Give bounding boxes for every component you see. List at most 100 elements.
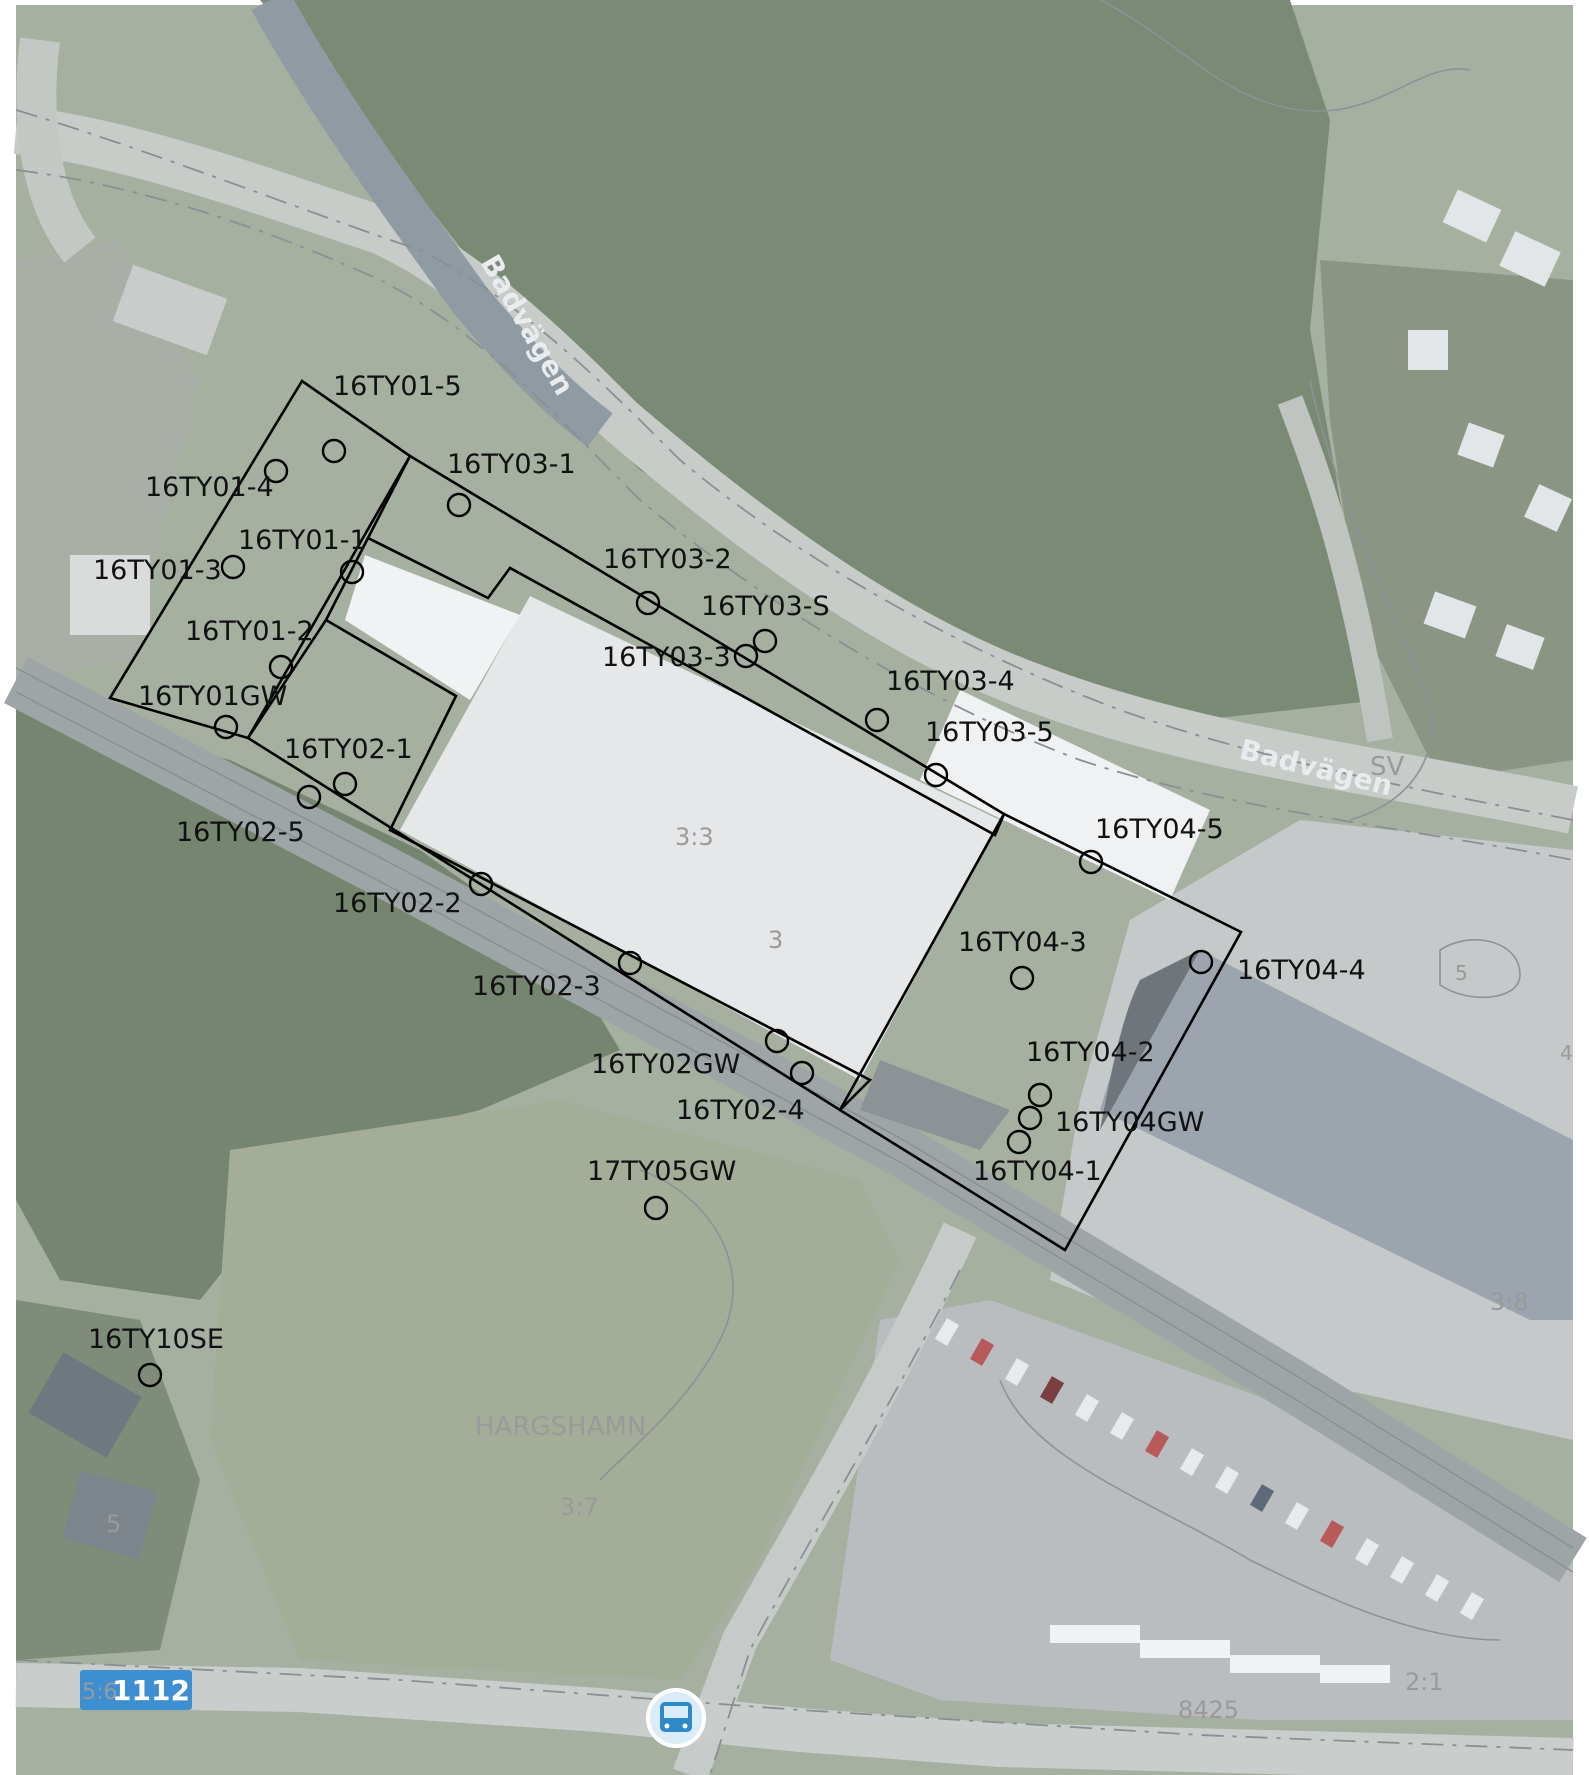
contour-3	[999, 1379, 1501, 1641]
railway	[3, 656, 1587, 1583]
parking-lot	[830, 1300, 1573, 1720]
borehole-16TY02GW[interactable]	[764, 1028, 790, 1054]
property-line-3	[709, 1269, 961, 1775]
forest-north	[260, 0, 1380, 720]
parcel-label-8425: 8425	[1178, 1696, 1239, 1724]
parcel-label-3-7: 3:7	[560, 1493, 599, 1521]
building-annex	[345, 555, 520, 700]
house-west-2	[70, 555, 150, 635]
label-16TY02-3: 16TY02-3	[472, 971, 601, 1002]
house-sw-2	[62, 1470, 158, 1560]
site-area-16ty04[interactable]	[838, 812, 1243, 1252]
parked-cars	[934, 1318, 1485, 1620]
borehole-16TY04-5[interactable]	[1078, 849, 1104, 875]
borehole-16TY03-1[interactable]	[446, 492, 472, 518]
label-16TY03-1: 16TY03-1	[447, 449, 576, 480]
bus-icon[interactable]	[646, 1688, 706, 1748]
label-16TY01GW: 16TY01GW	[138, 681, 287, 712]
parcel-label-3-8: 3:8	[1490, 1288, 1529, 1316]
road-north	[251, 0, 613, 447]
contour-1	[1099, 0, 1471, 112]
borehole-16TY03-2[interactable]	[635, 590, 661, 616]
borehole-16TY01GW[interactable]	[213, 714, 239, 740]
borehole-16TY04-2[interactable]	[1027, 1082, 1053, 1108]
label-16TY01-5: 16TY01-5	[333, 371, 462, 402]
rail-line-2	[15, 691, 1574, 1573]
label-16TY04-4: 16TY04-4	[1237, 955, 1366, 986]
building-east	[1100, 950, 1573, 1320]
label-16TY10SE: 16TY10SE	[88, 1324, 224, 1355]
borehole-16TY01-3[interactable]	[220, 554, 246, 580]
borehole-16TY03-3[interactable]	[733, 643, 759, 669]
label-16TY02-4: 16TY02-4	[676, 1095, 805, 1126]
map-margin-right	[1573, 0, 1589, 1775]
house-west-1	[112, 264, 228, 356]
road-east-north	[1277, 395, 1393, 743]
road-sign-1112: 5:6 1112	[80, 1670, 192, 1710]
parcel-label-3: 3	[768, 926, 783, 954]
building-east-shadow	[1100, 950, 1200, 1130]
borehole-16TY04-3[interactable]	[1009, 965, 1035, 991]
borehole-16TY02-3[interactable]	[617, 950, 643, 976]
label-16TY04-2: 16TY04-2	[1026, 1037, 1155, 1068]
label-16TY04-5: 16TY04-5	[1095, 814, 1224, 845]
label-17TY05GW: 17TY05GW	[587, 1156, 736, 1187]
property-line-2	[15, 169, 1574, 861]
borehole-16TY01-5[interactable]	[321, 438, 347, 464]
borehole-markers[interactable]	[137, 438, 1214, 1388]
site-area-16ty02[interactable]	[246, 618, 873, 1112]
label-16TY01-3: 16TY01-3	[93, 555, 222, 586]
parcel-label-5b: 5	[106, 1510, 121, 1538]
meadow-south	[210, 1100, 900, 1680]
borehole-16TY04-1[interactable]	[1006, 1129, 1032, 1155]
borehole-16TY04GW[interactable]	[1017, 1105, 1043, 1131]
label-16TY04GW: 16TY04GW	[1055, 1107, 1204, 1138]
borehole-16TY02-1[interactable]	[332, 771, 358, 797]
label-16TY01-2: 16TY01-2	[185, 616, 314, 647]
trailers	[1050, 1625, 1390, 1683]
borehole-16TY03-5[interactable]	[923, 762, 949, 788]
road-west-loop	[16, 37, 96, 263]
borehole-16TY02-2[interactable]	[468, 871, 494, 897]
road-sign-number: 1112	[112, 1674, 190, 1707]
parcel-label-2-1: 2:1	[1405, 1668, 1444, 1696]
borehole-16TY02-4[interactable]	[789, 1060, 815, 1086]
borehole-labels: 16TY01-5 16TY01-4 16TY01-1 16TY01-3 16TY…	[88, 371, 1366, 1355]
parcel-label-5-6: 5:6	[82, 1680, 117, 1705]
label-16TY02-2: 16TY02-2	[333, 888, 462, 919]
place-label-hargshamn: HARGSHAMN	[475, 1412, 646, 1442]
field-west	[16, 240, 200, 680]
label-16TY02GW: 16TY02GW	[591, 1049, 740, 1080]
borehole-16TY03-4[interactable]	[864, 707, 890, 733]
label-16TY01-1: 16TY01-1	[238, 525, 367, 556]
building-white	[920, 690, 1210, 900]
borehole-16TY10SE[interactable]	[137, 1362, 163, 1388]
contour-2	[1309, 379, 1433, 821]
borehole-16TY04-4[interactable]	[1188, 949, 1214, 975]
label-16TY04-1: 16TY04-1	[973, 1156, 1102, 1187]
borehole-16TY01-2[interactable]	[268, 654, 294, 680]
house-2	[1499, 231, 1561, 287]
borehole-17TY05GW[interactable]	[643, 1195, 669, 1221]
borehole-16TY01-4[interactable]	[263, 458, 289, 484]
label-16TY03-3: 16TY03-3	[602, 642, 731, 673]
borehole-16TY03-S[interactable]	[752, 628, 778, 654]
property-line-4	[15, 1659, 1574, 1751]
house-4	[1457, 422, 1505, 468]
building-main	[400, 596, 1000, 1080]
house-3	[1408, 330, 1448, 370]
map-margin	[0, 0, 16, 1775]
borehole-16TY01-1[interactable]	[339, 559, 365, 585]
road-label-sv: SV	[1370, 752, 1405, 782]
parcel-label-5: 5	[1455, 961, 1468, 985]
label-16TY01-4: 16TY01-4	[145, 472, 274, 503]
borehole-16TY02-5[interactable]	[296, 784, 322, 810]
label-16TY03-2: 16TY03-2	[603, 544, 732, 575]
label-16TY04-3: 16TY04-3	[958, 927, 1087, 958]
label-16TY03-4: 16TY03-4	[886, 666, 1015, 697]
house-6	[1423, 591, 1477, 639]
label-16TY03-5: 16TY03-5	[925, 717, 1054, 748]
house-7	[1495, 624, 1545, 670]
contour-5	[1439, 939, 1521, 999]
